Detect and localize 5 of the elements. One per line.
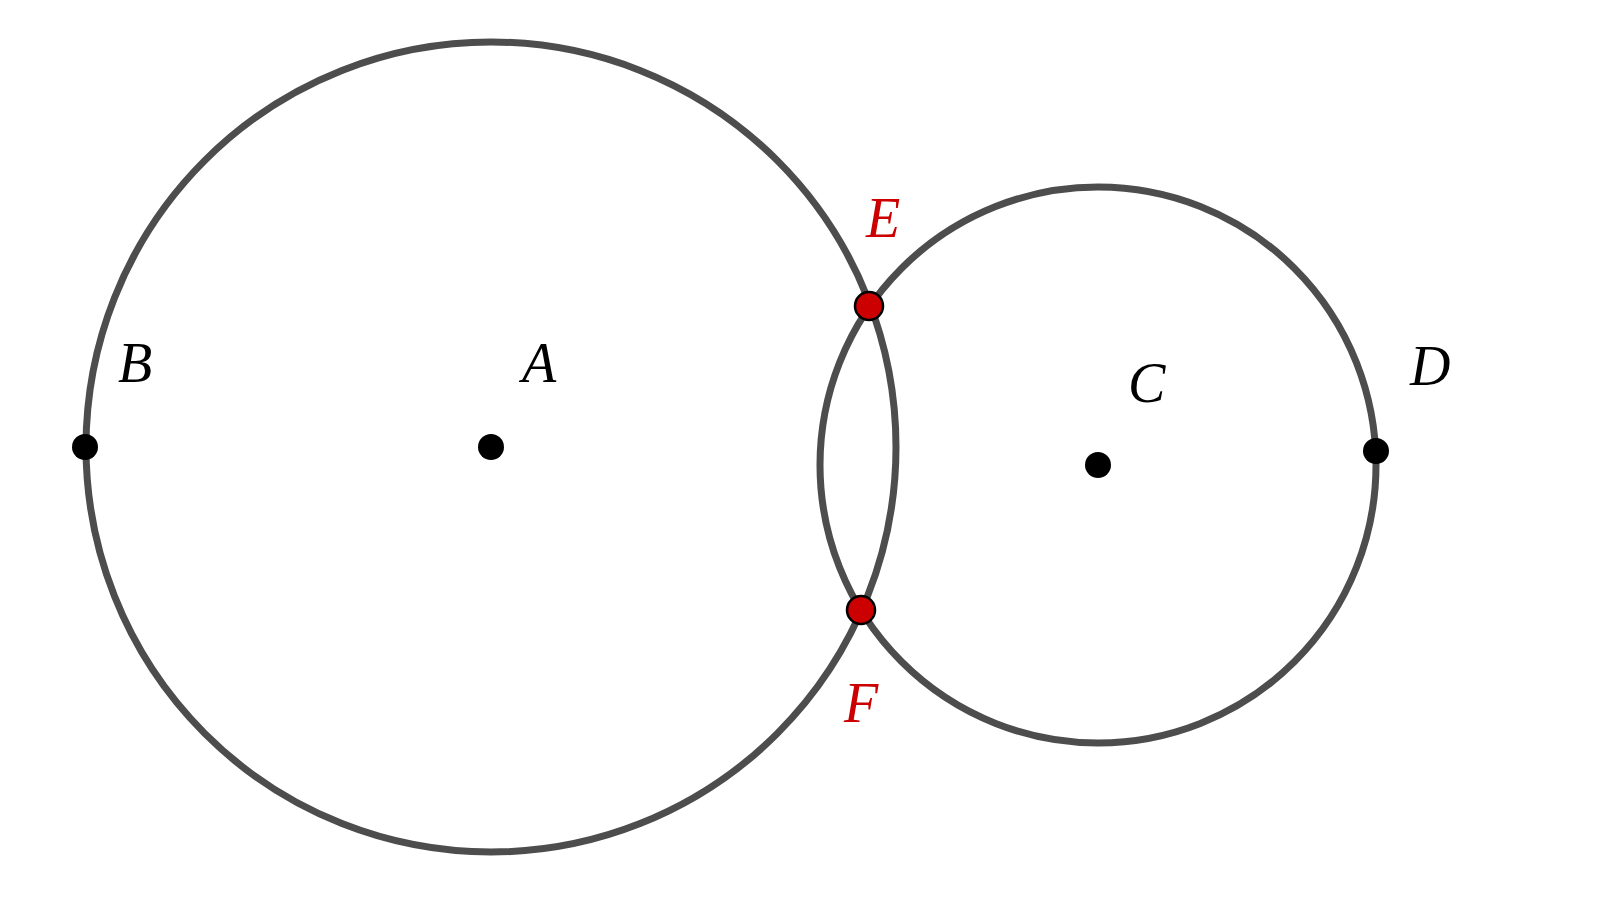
point-label: B xyxy=(118,335,153,391)
point-label: E xyxy=(866,190,901,246)
point-label: C xyxy=(1128,355,1166,411)
point-label: F xyxy=(844,675,879,731)
point-label: D xyxy=(1410,338,1451,394)
